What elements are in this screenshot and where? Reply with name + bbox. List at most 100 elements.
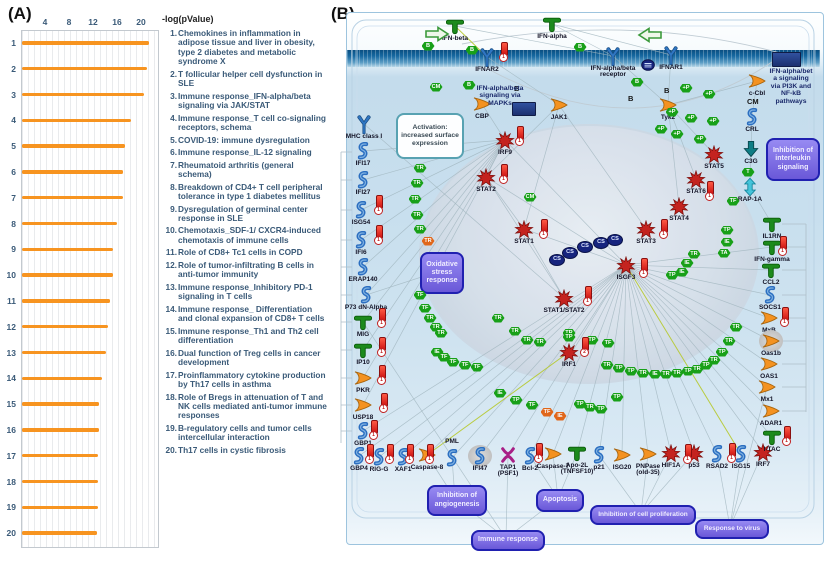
badge-tr: TR bbox=[410, 210, 424, 220]
node-isg54[interactable] bbox=[351, 201, 371, 219]
node-mxb[interactable] bbox=[759, 309, 779, 327]
node-mhc1[interactable] bbox=[354, 115, 374, 134]
node-mx1[interactable] bbox=[757, 378, 777, 396]
node-itac[interactable] bbox=[762, 428, 782, 446]
node-ifna[interactable] bbox=[542, 15, 562, 33]
node-gbp4[interactable] bbox=[349, 447, 369, 465]
bar-chart-plot bbox=[21, 30, 159, 548]
node-tap1[interactable] bbox=[498, 446, 518, 464]
bar-row-label: 1 bbox=[11, 37, 16, 48]
node-isg15[interactable] bbox=[731, 445, 751, 463]
node-p73[interactable] bbox=[356, 286, 376, 304]
expression-marker: 1 bbox=[780, 307, 789, 327]
node-erap140[interactable] bbox=[353, 258, 373, 276]
edge-stat2-isgf3 bbox=[485, 176, 627, 266]
node-pml[interactable] bbox=[442, 449, 462, 467]
node-hif1a[interactable] bbox=[661, 444, 681, 462]
node-jak1[interactable] bbox=[549, 96, 569, 114]
pathway-link-box-0[interactable] bbox=[512, 102, 536, 116]
node-stat1[interactable] bbox=[514, 220, 534, 238]
node-ifi47[interactable] bbox=[468, 445, 492, 467]
node-isg20[interactable] bbox=[612, 446, 632, 464]
bar-row-label: 10 bbox=[6, 270, 16, 281]
node-ifnabr[interactable] bbox=[603, 47, 623, 66]
enzyme-icon bbox=[760, 357, 778, 371]
node-label-casp8: Caspase-8 bbox=[410, 463, 444, 471]
node-ifnar2[interactable] bbox=[477, 48, 497, 67]
badge-b: B bbox=[573, 42, 587, 52]
legend-title: -log(pValue) bbox=[162, 14, 214, 24]
node-c3g[interactable] bbox=[741, 140, 761, 158]
node-bcl2[interactable] bbox=[520, 447, 540, 465]
legend-item-number: 18. bbox=[165, 391, 177, 402]
node-cbp[interactable] bbox=[472, 95, 492, 113]
node-p21[interactable] bbox=[589, 446, 609, 464]
node-usp18[interactable] bbox=[353, 396, 373, 414]
node-label-stat3: STAT3 bbox=[636, 237, 656, 245]
node-adar1[interactable] bbox=[761, 402, 781, 420]
node-ccbl[interactable] bbox=[747, 72, 767, 90]
node-label-ifnb: IFN-beta bbox=[442, 34, 468, 42]
tf-icon bbox=[495, 131, 515, 149]
protein-icon bbox=[357, 171, 369, 189]
node-ifi17[interactable] bbox=[353, 142, 373, 160]
node-stat2[interactable] bbox=[476, 168, 496, 186]
legend-item-number: 10. bbox=[165, 225, 177, 236]
bar-row-label: 4 bbox=[11, 115, 16, 126]
node-casp7[interactable] bbox=[543, 445, 563, 463]
legend-item-text: Dysregulation of germinal center respons… bbox=[178, 203, 308, 223]
node-stat4[interactable] bbox=[669, 197, 689, 215]
node-label-isg20: ISG20 bbox=[612, 463, 632, 471]
node-irf7[interactable] bbox=[753, 443, 773, 461]
node-ccl2[interactable] bbox=[761, 261, 781, 279]
node-pnpase[interactable] bbox=[638, 445, 658, 463]
bar-row-label: 19 bbox=[6, 502, 16, 513]
node-sublabel-tap1: (PSF1) bbox=[497, 470, 519, 478]
node-ifi27[interactable] bbox=[353, 171, 373, 189]
process-box-line: interleukin bbox=[775, 155, 811, 163]
edge-isgf3-apo2l bbox=[576, 264, 627, 454]
node-rigg[interactable] bbox=[369, 448, 389, 466]
node-stat6[interactable] bbox=[686, 170, 706, 188]
process-box-virus[interactable]: Response to virus bbox=[695, 519, 769, 539]
bar bbox=[22, 247, 114, 251]
node-rsad2[interactable] bbox=[707, 445, 727, 463]
node-ifnb[interactable] bbox=[445, 17, 465, 35]
pathway-link-box-1[interactable] bbox=[772, 52, 801, 67]
node-oas1b[interactable] bbox=[759, 330, 783, 352]
node-gbp1[interactable] bbox=[353, 422, 373, 440]
node-pkr[interactable] bbox=[353, 369, 373, 387]
edge-irf1-casp8 bbox=[426, 351, 570, 456]
node-stat3[interactable] bbox=[636, 220, 656, 238]
node-oas1[interactable] bbox=[759, 355, 779, 373]
node-stat5[interactable] bbox=[704, 145, 724, 163]
ligand-icon bbox=[446, 19, 464, 34]
bar bbox=[22, 479, 98, 484]
node-irf1[interactable] bbox=[559, 343, 579, 361]
process-box-immune[interactable]: Immune response bbox=[471, 530, 545, 551]
node-ifi6[interactable] bbox=[351, 231, 371, 249]
node-crl[interactable] bbox=[742, 108, 762, 126]
node-stat12[interactable] bbox=[554, 289, 574, 307]
node-isgf3[interactable] bbox=[616, 256, 636, 274]
legend-item-number: 2. bbox=[170, 68, 177, 79]
node-irf9[interactable] bbox=[495, 131, 515, 149]
node-mig[interactable] bbox=[353, 313, 373, 331]
enzyme-icon bbox=[354, 398, 372, 412]
process-box-prolif[interactable]: Inhibition of cell proliferation bbox=[590, 505, 696, 525]
node-apo2l[interactable] bbox=[567, 444, 587, 462]
process-box-apop[interactable]: Apoptosis bbox=[536, 489, 584, 512]
node-rap1a[interactable] bbox=[740, 177, 760, 197]
node-label-hif1a: HIF1A bbox=[661, 461, 681, 469]
node-xaf1[interactable] bbox=[393, 448, 413, 466]
node-ifnar1[interactable] bbox=[661, 46, 681, 65]
enzyme-icon bbox=[748, 74, 766, 88]
node-socs1[interactable] bbox=[760, 286, 780, 304]
node-ip10[interactable] bbox=[353, 341, 373, 359]
node-il1rn[interactable] bbox=[762, 215, 782, 233]
